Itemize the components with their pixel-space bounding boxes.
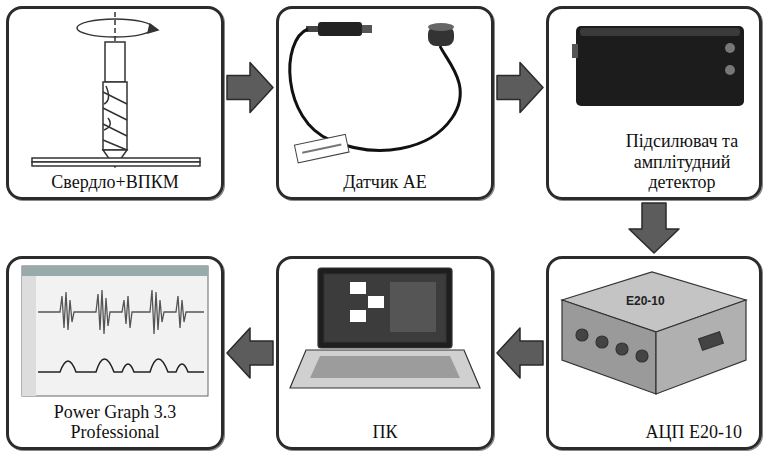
process-box: Підсилювач та амплітудний детектор	[546, 6, 762, 200]
block-arrow	[227, 63, 273, 113]
laptop-illustration	[290, 268, 480, 388]
box-caption: АЦП E20-10	[643, 422, 746, 443]
block-arrow	[629, 203, 679, 253]
block-arrow	[497, 63, 543, 113]
sensor-illustration	[290, 22, 461, 163]
device-marking: E20-10	[626, 294, 665, 308]
software-screenshot	[22, 266, 208, 396]
amplifier-illustration	[572, 26, 744, 106]
box-caption: Підсилювач та амплітудний детектор	[611, 131, 753, 193]
block-arrow	[497, 328, 543, 378]
process-box: Свердло+ВПКМ	[6, 6, 224, 200]
drill-illustration	[32, 12, 200, 167]
process-box: Power Graph 3.3 Professional	[6, 256, 224, 450]
box-caption: Power Graph 3.3 Professional	[15, 402, 215, 443]
box-caption: Датчик АЕ	[340, 172, 430, 193]
box-caption: ПК	[369, 422, 400, 443]
process-box: АЦП E20-10	[546, 256, 762, 450]
box-caption: Свердло+ВПКМ	[48, 172, 181, 193]
block-arrow	[227, 328, 273, 378]
process-box: ПК	[276, 256, 494, 450]
adc-illustration	[562, 272, 746, 394]
process-box: Датчик АЕ	[276, 6, 494, 200]
